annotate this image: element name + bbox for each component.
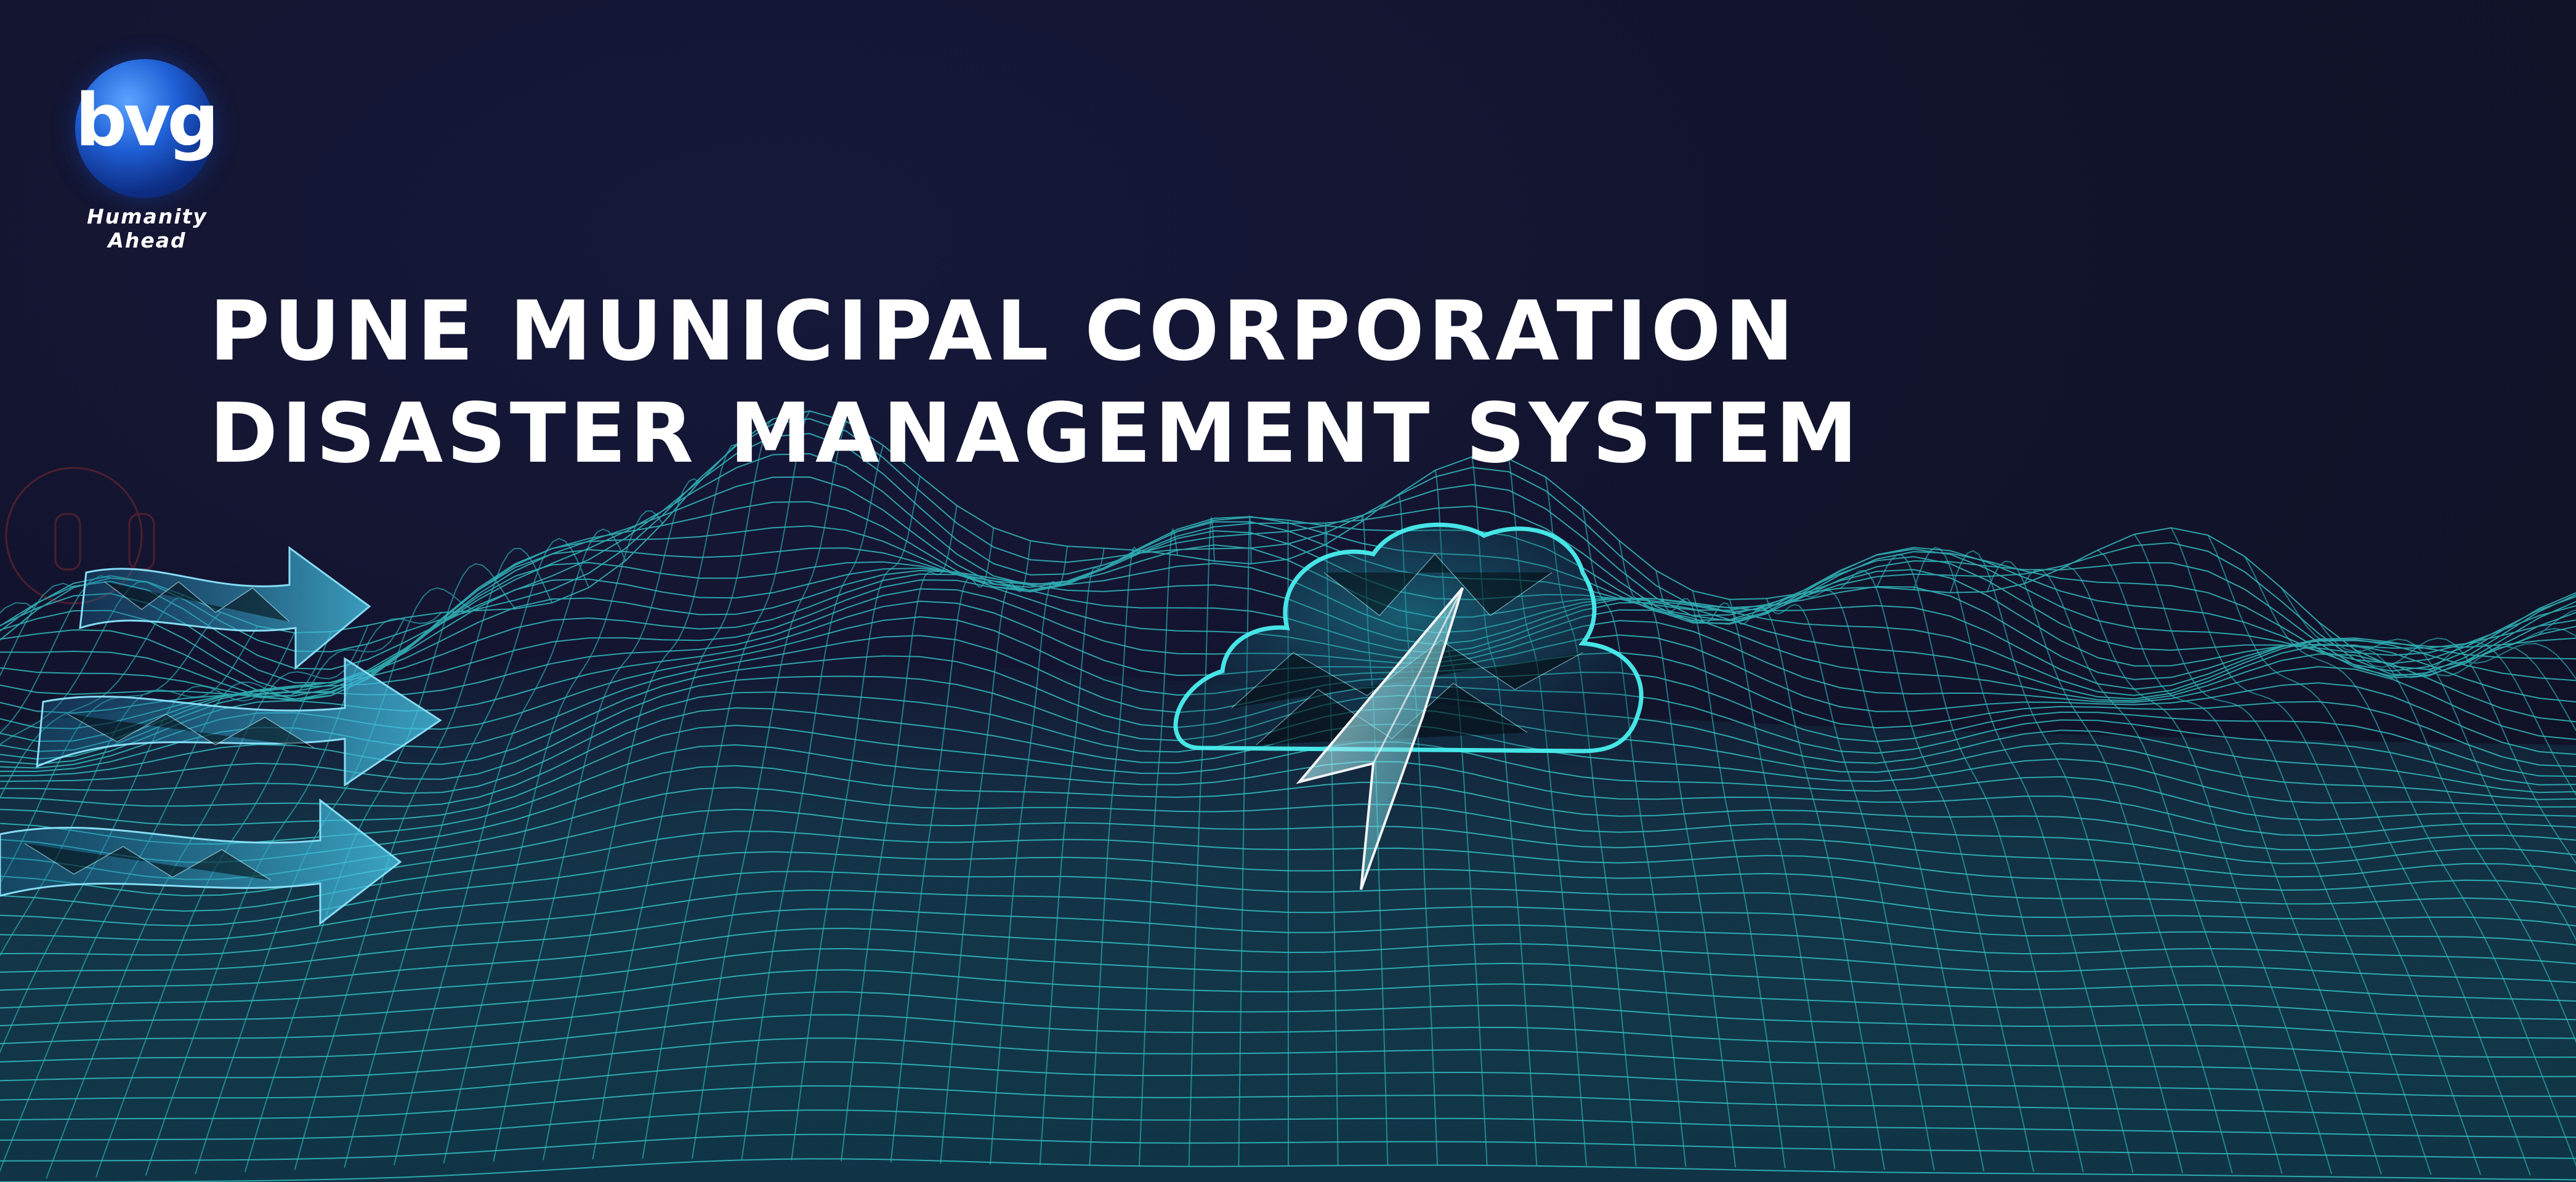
terrain-grid-line [0,594,185,799]
terrain-grid-line [1803,590,1985,1172]
terrain-grid-line [2097,549,2382,1175]
logo-tagline: Humanity Ahead [87,204,208,252]
terrain-grid-line [542,444,737,1160]
terrain-grid-line [0,575,111,734]
title-line-2: DISASTER MANAGEMENT SYSTEM [209,385,1862,481]
terrain-grid-line [1655,570,1786,1168]
terrain-grid-line [2391,641,2576,796]
terrain-grid-line [2061,565,2333,1175]
terrain-grid-line [0,632,296,1054]
terrain-grid-line [642,411,810,1159]
terrain-grid-line [592,419,773,1160]
terrain-grid-line [195,587,479,1175]
terrain-grid-line [2023,569,2283,1174]
terrain-grid-line [940,541,1032,1164]
terrain-grid-line [1766,598,1935,1171]
terrain-grid-line [1139,528,1179,1167]
terrain-grid-line [0,582,74,677]
terrain-grid-line [2354,637,2576,864]
terrain-grid-line [443,510,663,1164]
terrain-grid-line [244,563,516,1172]
terrain-grid-line [1986,560,2233,1174]
terrain-grid-line [990,546,1068,1165]
terrain-grid-line [2134,534,2432,1175]
terrain-grid-line [393,528,626,1166]
terrain-grid-line [1618,540,1737,1168]
terrain-grid-line [1839,569,2035,1172]
terrain-grid-line [46,625,369,1179]
terrain-grid-line [2502,627,2576,648]
title-line-1: PUNE MUNICIPAL CORPORATION [209,283,1798,379]
terrain-grid-line [0,611,222,885]
terrain-grid-line [95,617,406,1178]
terrain-grid-line [841,505,958,1162]
paper-plane-icon [1296,587,1464,890]
terrain-grid-line [1089,546,1142,1167]
logo-orb: bvg [75,59,219,198]
terrain-grid-line [890,528,995,1163]
terrain-grid-line [2465,643,2576,680]
terrain-grid-line [294,547,553,1170]
terrain-grid-line [2317,621,2576,941]
terrain-grid-line [1581,506,1687,1167]
page-title: PUNE MUNICIPAL CORPORATION DISASTER MANA… [209,280,1862,484]
logo-mark: bvg [75,78,219,163]
terrain-grid-line [344,537,590,1168]
terrain-grid-line [2428,645,2576,732]
terrain-grid-line [145,612,442,1176]
terrain-grid-line [1238,514,1252,1167]
terrain-grid-line [2170,527,2482,1175]
terrain-grid-line [1188,515,1215,1167]
terrain-grid-line [1039,548,1105,1166]
terrain-grid-line [791,476,921,1160]
terrain-grid-line [1692,590,1836,1169]
arrow-icon [0,546,442,926]
terrain-grid-line [0,631,332,1173]
terrain-grid-line [2207,534,2531,1176]
terrain-grid-line [741,445,884,1160]
logo: bvg Humanity Ahead [54,59,239,252]
terrain-grid-line [0,581,148,746]
terrain-grid-line [692,420,847,1159]
terrain-grid-line [1913,547,2134,1173]
terrain-grid-line [1876,554,2084,1173]
terrain-grid-line [1729,599,1886,1170]
terrain-grid-line [2244,556,2576,1167]
terrain-grid-line [0,625,259,957]
terrain-grid-line [493,478,700,1162]
terrain-grid-line [1950,550,2184,1173]
